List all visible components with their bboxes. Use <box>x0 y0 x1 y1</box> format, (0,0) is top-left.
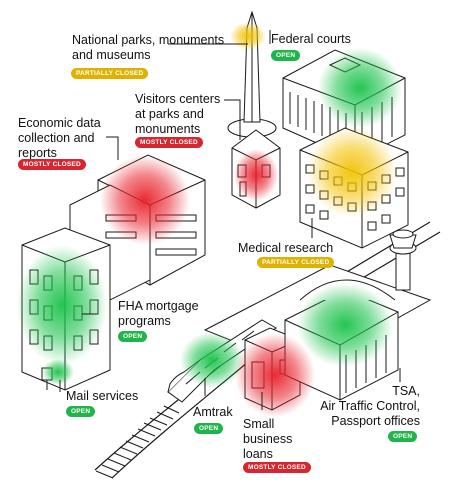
badge-economic-data: MOSTLY CLOSED <box>18 159 86 170</box>
label-tsa: TSA, Air Traffic Control, Passport offic… <box>320 384 420 428</box>
leader-lines <box>59 30 401 410</box>
badge-small-business-loans: MOSTLY CLOSED <box>243 462 311 473</box>
label-fha-mortgage: FHA mortgage programs <box>118 299 199 328</box>
label-mail-services: Mail services <box>66 389 139 403</box>
badge-national-parks: PARTIALLY CLOSED <box>71 68 149 79</box>
badge-tsa: OPEN <box>388 431 418 442</box>
status-glows <box>17 22 402 417</box>
badge-medical-research: PARTIALLY CLOSED <box>257 257 335 268</box>
badge-federal-courts: OPEN <box>271 50 301 61</box>
label-amtrak: Amtrak <box>193 405 233 419</box>
label-economic-data: Economic data collection and reports <box>18 116 101 160</box>
label-visitors-centers: Visitors centers at parks and monuments <box>135 92 221 136</box>
label-small-business-loans: Small business loans <box>243 417 293 461</box>
control-tower <box>389 229 417 291</box>
badge-visitors-centers: MOSTLY CLOSED <box>135 137 203 148</box>
badge-fha-mortgage: OPEN <box>118 331 148 342</box>
badge-mail-services: OPEN <box>66 406 96 417</box>
label-federal-courts: Federal courts <box>271 32 351 46</box>
label-medical-research: Medical research <box>238 241 334 255</box>
badge-amtrak: OPEN <box>194 423 224 434</box>
label-national-parks: National parks, monuments and museums <box>72 33 225 62</box>
